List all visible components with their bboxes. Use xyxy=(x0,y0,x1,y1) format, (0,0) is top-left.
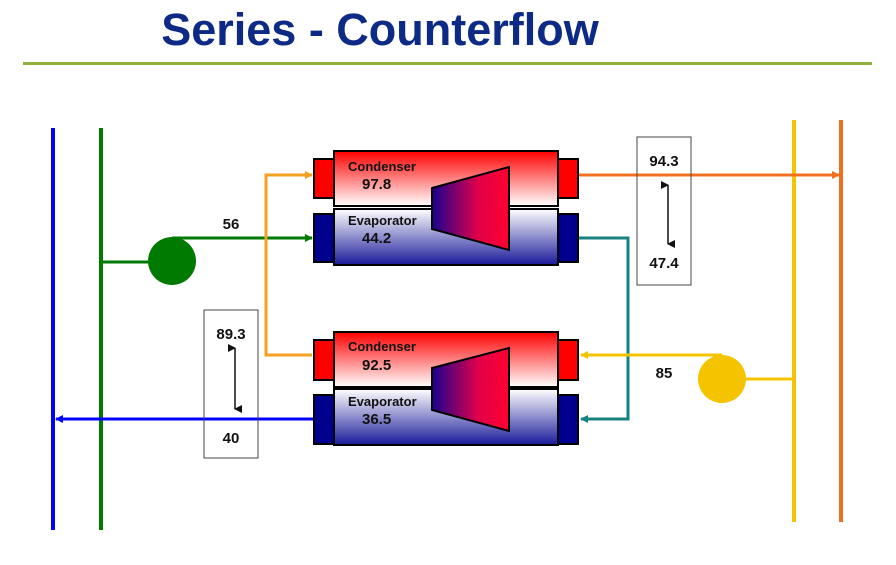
condenser-label: Condenser xyxy=(348,159,416,174)
condenser-outlet-nozzle xyxy=(556,158,579,199)
condenser-interstage-pipe xyxy=(264,171,313,357)
condenser-outlet-nozzle xyxy=(556,339,579,381)
compressor-icon xyxy=(431,165,510,252)
chilled-water-pump xyxy=(148,237,196,285)
chilled-range-bottom: 40 xyxy=(223,430,240,447)
chilled-return-temp: 56 xyxy=(223,216,240,233)
evaporator-temp: 44.2 xyxy=(362,230,391,247)
condenser-inlet-nozzle xyxy=(313,339,336,381)
chilled-range-box: 89.3 40 xyxy=(203,309,259,459)
evaporator-label: Evaporator xyxy=(348,394,417,409)
condenser-range-bottom: 47.4 xyxy=(649,255,679,272)
condenser-inlet-nozzle xyxy=(313,158,336,199)
condenser-label: Condenser xyxy=(348,339,416,354)
upper-chiller: Condenser 97.8 Evaporator 44.2 xyxy=(313,150,579,266)
evaporator-inlet-nozzle xyxy=(313,394,336,445)
lower-chiller: Condenser 92.5 Evaporator 36.5 xyxy=(313,331,579,446)
page-title: Series - Counterflow xyxy=(161,4,599,55)
evaporator-inlet-nozzle xyxy=(313,213,336,263)
evaporator-outlet-nozzle xyxy=(556,213,579,263)
condenser-temp: 92.5 xyxy=(362,357,391,374)
title-divider xyxy=(23,62,872,65)
chilled-range-top: 89.3 xyxy=(216,326,245,343)
condenser-range-box: 94.3 47.4 xyxy=(636,136,692,286)
evaporator-interstage-pipe xyxy=(579,236,630,423)
evaporator-label: Evaporator xyxy=(348,213,417,228)
condenser-water-pump xyxy=(698,355,746,403)
condenser-temp: 97.8 xyxy=(362,176,391,193)
evaporator-temp: 36.5 xyxy=(362,411,391,428)
condenser-supply-temp: 85 xyxy=(656,365,673,382)
compressor-icon xyxy=(431,346,510,433)
evaporator-outlet-nozzle xyxy=(556,394,579,445)
condenser-range-top: 94.3 xyxy=(649,153,678,170)
